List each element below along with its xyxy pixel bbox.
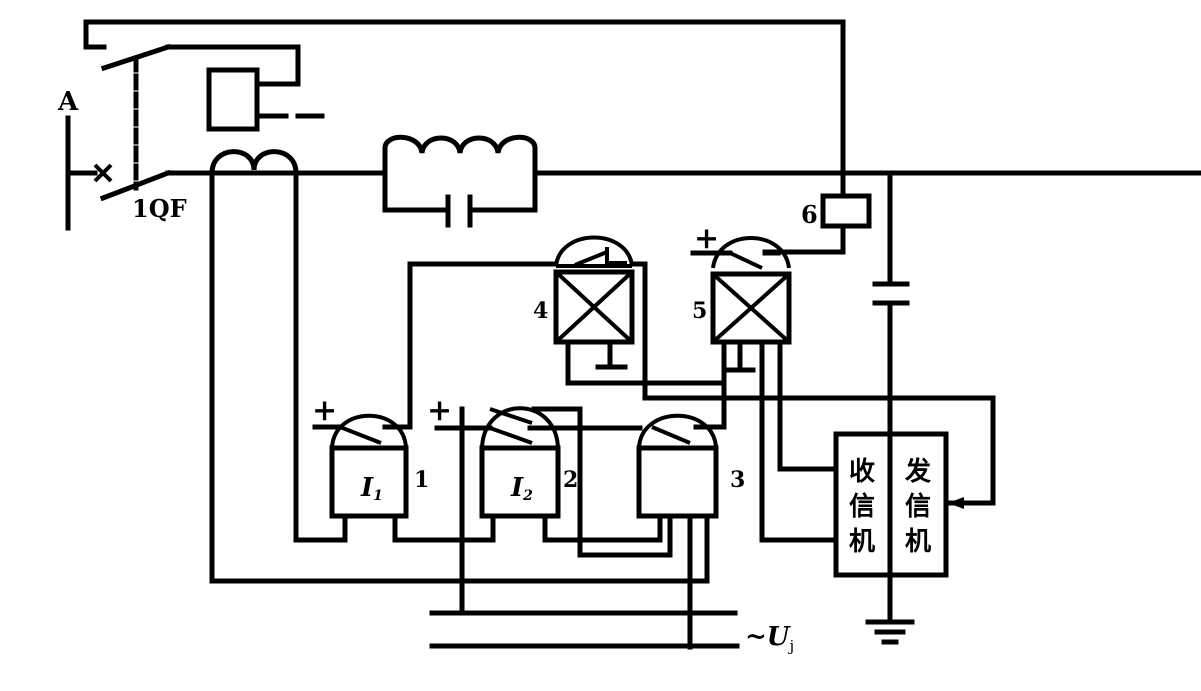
relay-2-label: 2 — [563, 467, 578, 493]
breaker-label: 1QF — [132, 194, 187, 223]
relay-6-label: 6 — [801, 200, 818, 229]
relay-4-contact-wire — [390, 261, 559, 430]
wave-trap — [382, 134, 1201, 228]
relay-1-plus: + — [312, 393, 337, 428]
relay-3-label: 3 — [730, 467, 745, 493]
relay-2-output-wire — [577, 406, 673, 558]
relay-2-quantity: I2 — [510, 473, 533, 504]
voltage-bus — [429, 610, 740, 649]
coupling-capacitor — [872, 170, 910, 437]
relay-5-to-3-wire — [697, 380, 727, 430]
relay-1-label: 1 — [414, 467, 429, 493]
receiver-label: 收 信 机 — [849, 457, 875, 557]
relay-2-plus: + — [427, 393, 452, 428]
relay-1-current — [312, 413, 496, 543]
svg-text:信: 信 — [849, 492, 875, 522]
busbar-a — [65, 115, 98, 231]
svg-text:收: 收 — [849, 457, 875, 487]
svg-text:信: 信 — [905, 492, 931, 522]
transceiver — [833, 431, 964, 645]
relay-4-label: 4 — [533, 298, 548, 324]
trip-wire — [83, 19, 846, 199]
relay-4-to-5-wire — [629, 261, 996, 506]
transmitter-label: 发 信 机 — [904, 456, 931, 557]
relay-2-current — [434, 406, 663, 543]
relay-3-direction — [636, 413, 727, 650]
relay-1-quantity: I1 — [360, 473, 383, 504]
relay-5-plus: + — [694, 221, 719, 256]
svg-text:机: 机 — [849, 527, 875, 557]
relay-5 — [637, 236, 839, 543]
breaker-1qf — [93, 43, 388, 202]
relay-6-coil — [820, 193, 872, 229]
svg-text:发: 发 — [904, 456, 931, 487]
relay-5-label: 5 — [692, 298, 707, 324]
svg-text:机: 机 — [905, 527, 931, 557]
bus-label: A — [57, 87, 79, 117]
voltage-label: ~Uj — [745, 622, 794, 655]
trip-coil — [206, 67, 260, 132]
relay-6-wire — [762, 223, 846, 255]
transmitter-input-arrow — [948, 497, 964, 509]
relay-4 — [553, 235, 643, 386]
